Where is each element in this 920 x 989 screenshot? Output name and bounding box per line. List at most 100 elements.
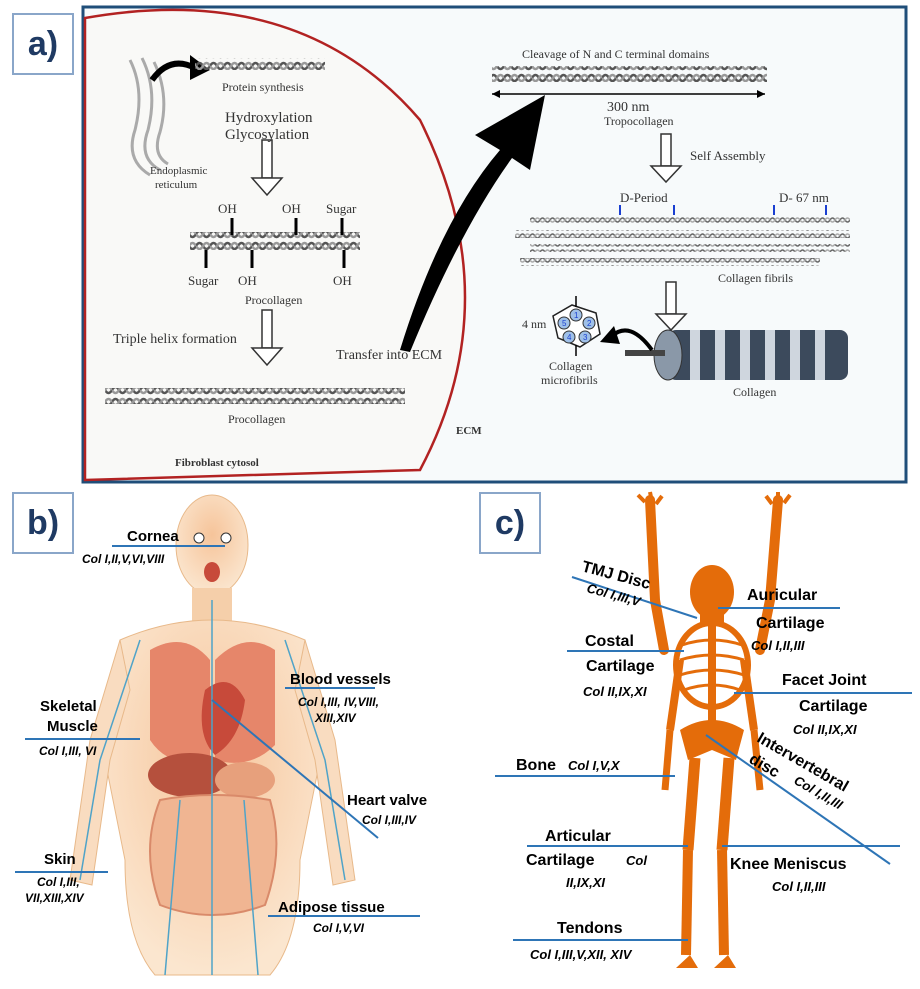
skeleton-illustration — [636, 491, 792, 968]
microfibril-arrowhead-icon — [600, 326, 620, 344]
tropocollagen-helix-icon — [492, 66, 767, 82]
label-self-assembly: Self Assembly — [690, 148, 766, 163]
label-ecm: ECM — [456, 425, 482, 437]
blood-vessels-lines — [79, 600, 346, 976]
label-heart-valve: Heart valve — [347, 792, 427, 809]
scale-arrow-left-icon — [492, 90, 500, 98]
label-skeletal-2: Muscle — [47, 718, 98, 735]
label-d-67: D- 67 nm — [779, 190, 829, 205]
label-skin-col-2: VII,XIII,XIV — [25, 891, 85, 905]
collagen-fibrils-icon — [515, 205, 850, 266]
label-costal-col: Col II,IX,XI — [583, 684, 647, 699]
panel-label-a: a) — [12, 13, 74, 75]
panel-b-leaders — [15, 545, 420, 917]
collagen-fiber-icon — [625, 329, 848, 381]
label-facet-col: Col II,IX,XI — [793, 722, 857, 737]
label-procollagen-2: Procollagen — [228, 412, 285, 426]
label-sugar-top: Sugar — [326, 201, 357, 216]
down-arrow-icon-3 — [649, 133, 683, 184]
ring-numbers: 1 2 3 4 5 — [562, 311, 592, 342]
panel-a: Endoplasmic reticulum Protein synthesis … — [81, 5, 908, 484]
label-costal-1: Costal — [585, 633, 634, 650]
label-skeletal-col: Col I,III, VI — [39, 744, 97, 758]
label-facet-2: Cartilage — [799, 698, 868, 715]
label-auricular-2: Cartilage — [756, 615, 825, 632]
label-blood-col-1: Col I,III, IV,VIII, — [298, 695, 379, 709]
label-endoplasmic-1: Endoplasmic — [150, 165, 208, 177]
down-arrow-icon-2 — [250, 309, 284, 367]
procollagen-helix-icon — [190, 232, 360, 250]
ring-number-5: 5 — [562, 319, 567, 328]
panel-b: Cornea Col I,II,V,VI,VIII Blood vessels … — [15, 494, 427, 976]
label-articular-1: Articular — [545, 828, 611, 845]
label-microfibrils-2: microfibrils — [541, 373, 598, 387]
ring-number-1: 1 — [574, 311, 579, 320]
ring-number-2: 2 — [587, 319, 592, 328]
label-glycosylation: Glycosylation — [225, 127, 310, 143]
label-skeletal-1: Skeletal — [40, 698, 97, 715]
down-arrow-icon-4 — [654, 281, 688, 332]
label-tendons: Tendons — [557, 920, 623, 937]
label-4nm: 4 nm — [522, 317, 547, 331]
endoplasmic-reticulum-icon — [128, 57, 169, 177]
down-arrow-icon — [250, 139, 284, 197]
label-endoplasmic-2: reticulum — [155, 179, 198, 191]
label-auricular-col: Col I,II,III — [751, 638, 805, 653]
label-oh-1: OH — [218, 201, 237, 216]
procollagen-side-chains — [204, 218, 346, 268]
label-skin-col-1: Col I,III, — [37, 875, 80, 889]
panel-c: TMJ Disc Col I,III,V Auricular Cartilage… — [495, 491, 912, 968]
label-oh-4: OH — [333, 273, 352, 288]
label-microfibrils-1: Collagen — [549, 359, 592, 373]
label-protein-synthesis: Protein synthesis — [222, 80, 304, 94]
label-bone-col: Col I,V,X — [568, 758, 621, 773]
label-articular-col-a: Col — [626, 853, 647, 868]
label-fibrils: Collagen fibrils — [718, 271, 793, 285]
label-procollagen-1: Procollagen — [245, 293, 302, 307]
label-tendons-col: Col I,III,V,XII, XIV — [530, 947, 633, 962]
label-cornea: Cornea — [127, 528, 179, 545]
label-facet-1: Facet Joint — [782, 672, 867, 689]
transfer-arrow-icon — [400, 95, 545, 352]
label-adipose: Adipose tissue — [278, 899, 385, 916]
label-d-period: D-Period — [620, 190, 668, 205]
triple-helix-icon — [105, 388, 405, 404]
label-blood-vessels: Blood vessels — [290, 671, 391, 688]
label-collagen: Collagen — [733, 385, 776, 399]
label-oh-2: OH — [282, 201, 301, 216]
label-tropocollagen: Tropocollagen — [604, 114, 674, 128]
panel-c-leaders — [495, 576, 912, 941]
microfibril-ring-icon — [552, 296, 601, 356]
stomach — [215, 762, 275, 798]
label-bone: Bone — [516, 757, 556, 774]
lungs — [150, 642, 210, 763]
panel-label-b: b) — [12, 492, 74, 554]
intestines — [149, 794, 278, 916]
label-fibroblast: Fibroblast cytosol — [175, 457, 259, 469]
label-auricular-1: Auricular — [747, 587, 817, 604]
label-articular-col-b: II,IX,XI — [566, 875, 605, 890]
label-costal-2: Cartilage — [586, 658, 655, 675]
label-triple-helix: Triple helix formation — [113, 332, 237, 347]
label-knee: Knee Meniscus — [730, 856, 847, 873]
label-skin: Skin — [44, 851, 76, 868]
label-hydroxylation: Hydroxylation — [225, 110, 313, 126]
label-knee-col: Col I,II,III — [772, 879, 826, 894]
label-adipose-col: Col I,V,VI — [313, 921, 365, 935]
label-oh-3: OH — [238, 273, 257, 288]
label-cleavage: Cleavage of N and C terminal domains — [522, 47, 710, 61]
label-blood-col-2: XIII,XIV — [314, 711, 357, 725]
ring-number-3: 3 — [583, 333, 588, 342]
label-articular-2: Cartilage — [526, 852, 595, 869]
liver — [148, 753, 232, 797]
label-cornea-col: Col I,II,V,VI,VIII — [82, 552, 165, 566]
label-transfer: Transfer into ECM — [336, 348, 443, 363]
scale-arrow-right-icon — [757, 90, 765, 98]
label-length: 300 nm — [607, 100, 650, 115]
ring-number-4: 4 — [567, 333, 572, 342]
panel-label-c: c) — [479, 492, 541, 554]
label-heart-col: Col I,III,IV — [362, 813, 417, 827]
protein-helix-icon — [195, 58, 325, 70]
label-sugar-bottom: Sugar — [188, 273, 219, 288]
